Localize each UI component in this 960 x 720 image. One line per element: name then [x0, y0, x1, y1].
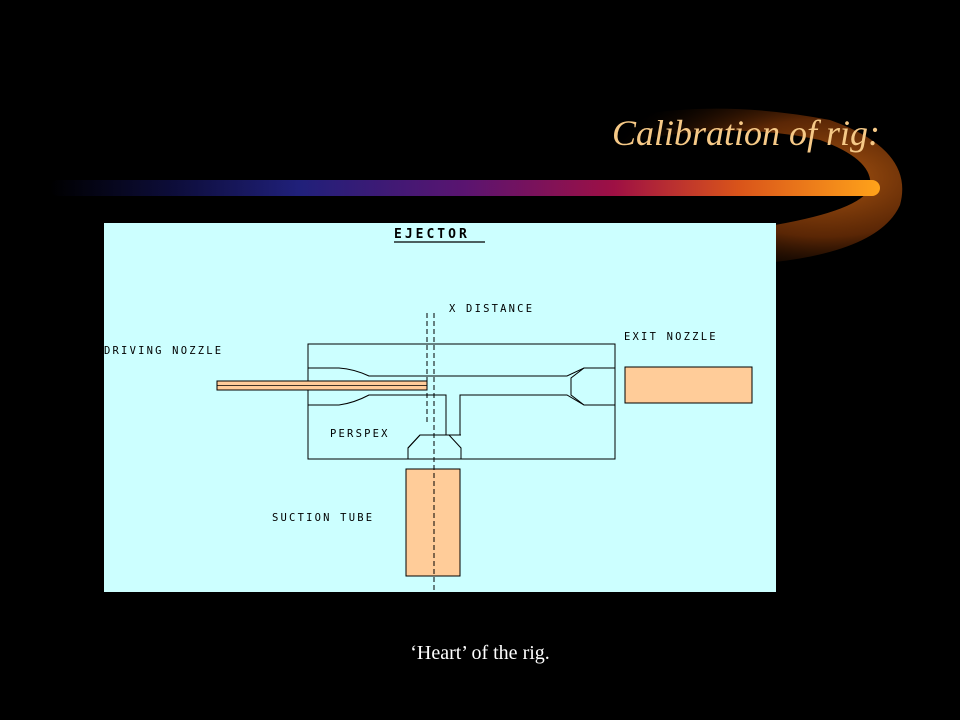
- driving-nozzle-label: DRIVING NOZZLE: [104, 345, 223, 357]
- exit-nozzle: [624, 366, 753, 404]
- slide-title: Calibration of rig:: [611, 113, 880, 153]
- flow-channel-lower-right: [459, 394, 615, 435]
- flow-channel-lower: [308, 394, 460, 436]
- slide-caption: ‘Heart’ of the rig.: [410, 642, 550, 664]
- exit-diffuser: [570, 367, 585, 406]
- ejector-diagram: EJECTOR X DISTANCE EXIT NOZZLE DRIVING N…: [104, 223, 776, 592]
- exit-nozzle-label: EXIT NOZZLE: [624, 331, 718, 343]
- x-distance-label: X DISTANCE: [449, 303, 534, 315]
- suction-tube-label: SUCTION TUBE: [272, 512, 374, 524]
- suction-tube: [405, 468, 461, 577]
- flow-channel-upper: [308, 367, 615, 377]
- diagram-heading: EJECTOR: [394, 227, 470, 242]
- swoosh-bar: [50, 180, 880, 196]
- swoosh-arc: [590, 108, 903, 262]
- perspex-label: PERSPEX: [330, 428, 390, 440]
